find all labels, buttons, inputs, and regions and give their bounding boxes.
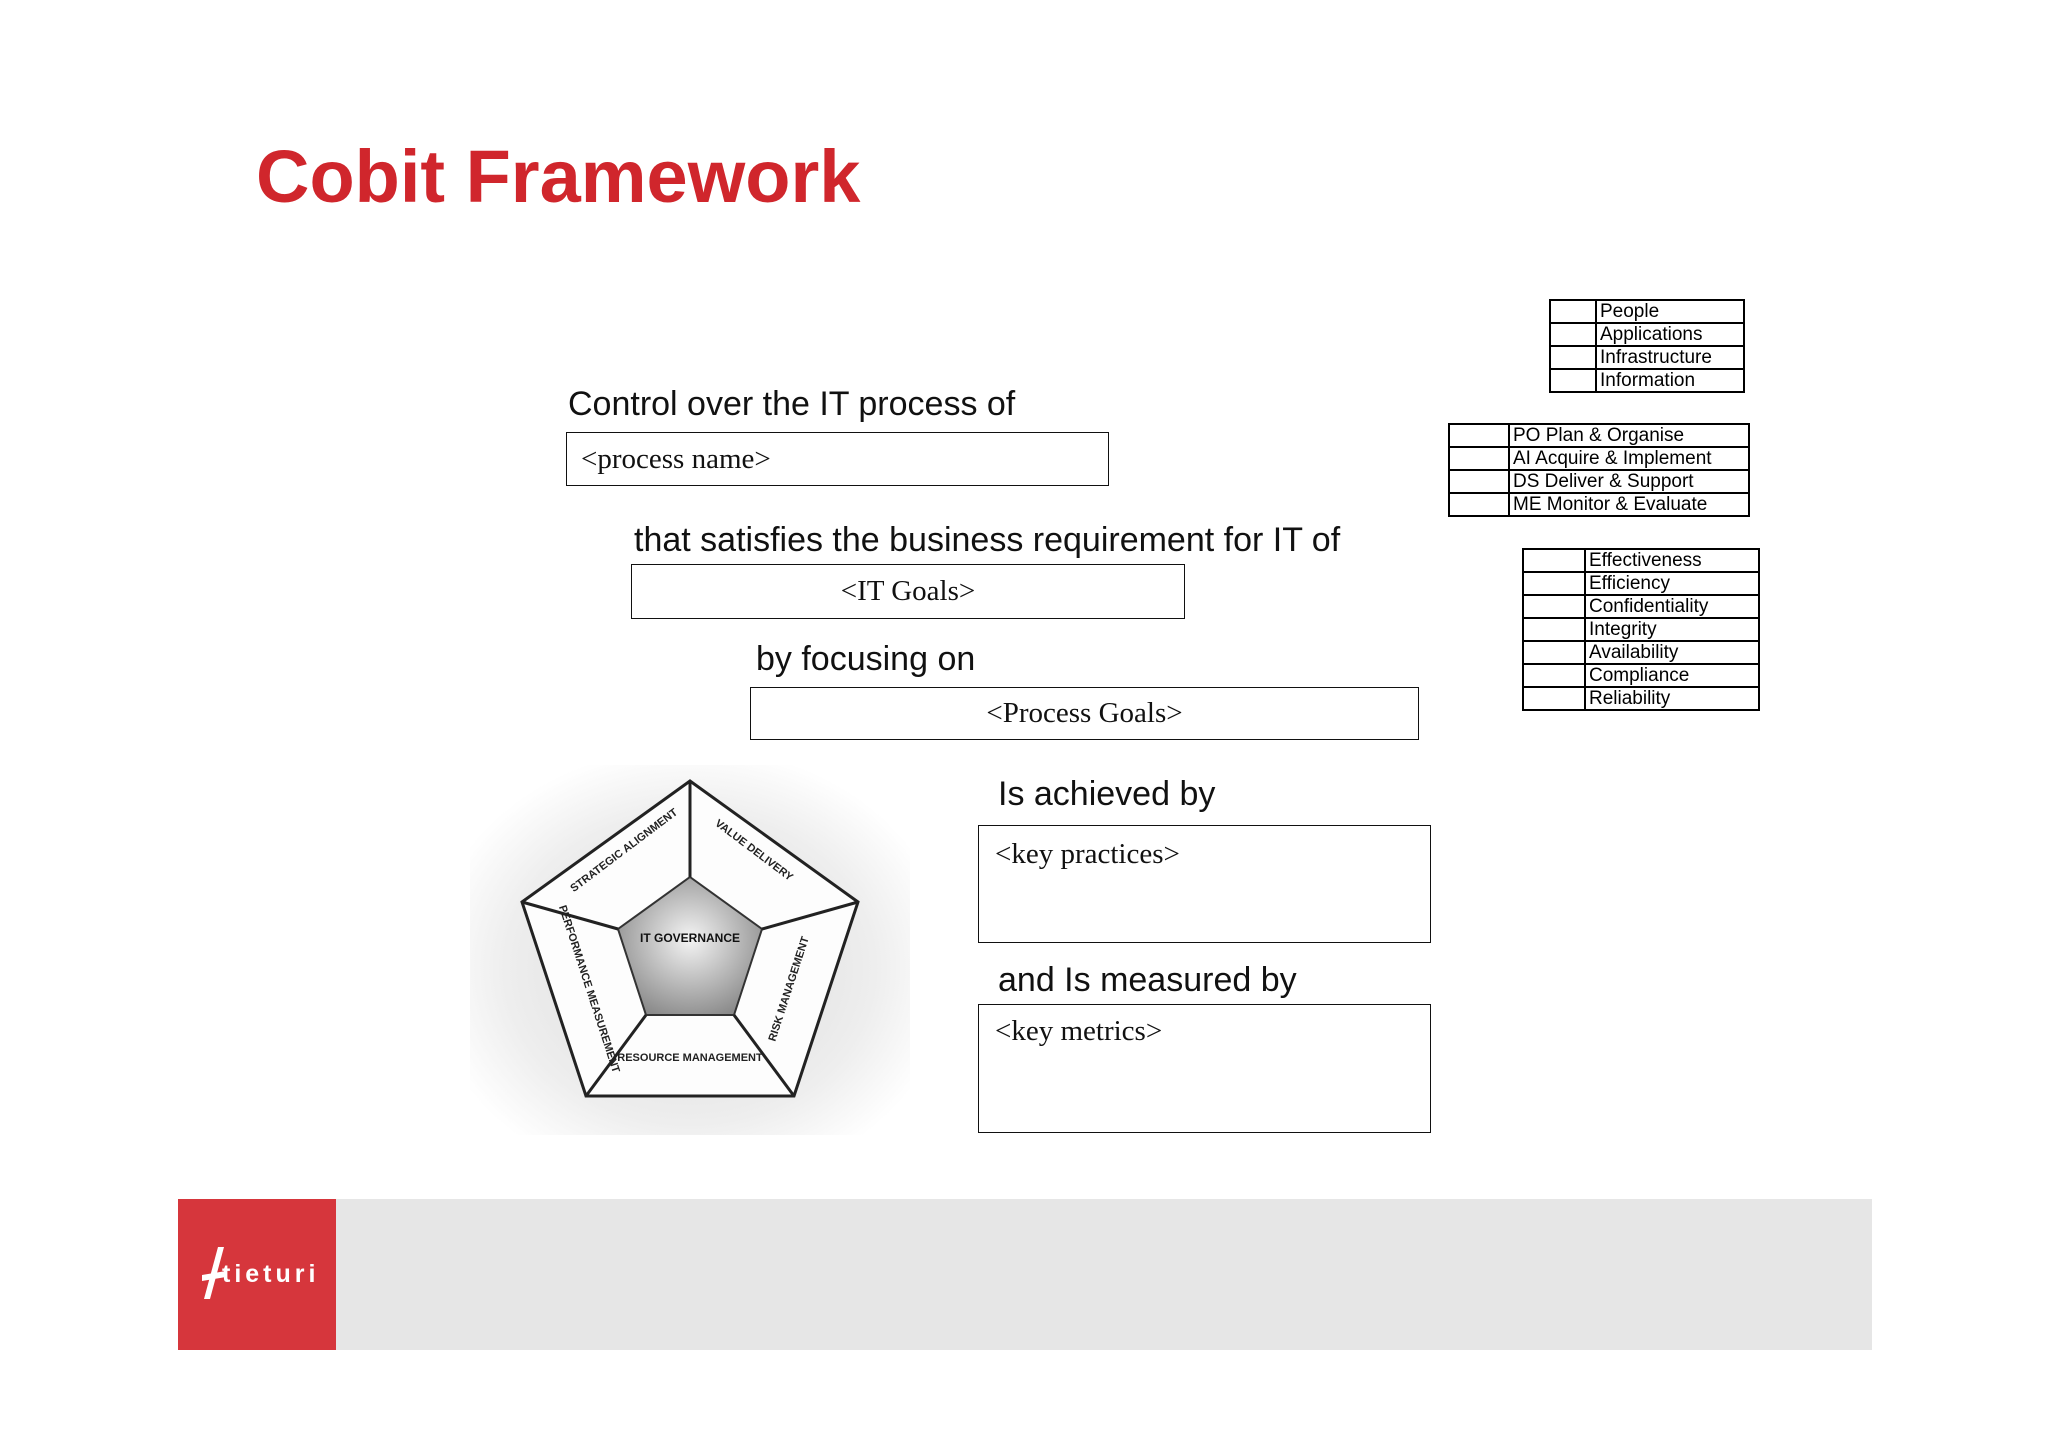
- criterion-label: Reliability: [1584, 686, 1760, 711]
- domain-label: DS Deliver & Support: [1508, 469, 1750, 494]
- domain-checkbox-cell: [1448, 423, 1510, 448]
- domain-label: ME Monitor & Evaluate: [1508, 492, 1750, 517]
- key-metrics-box: <key metrics>: [978, 1004, 1431, 1133]
- criterion-row: Compliance: [1522, 663, 1760, 688]
- resource-row: Information: [1549, 368, 1745, 393]
- process-goals-box: <Process Goals>: [750, 687, 1419, 740]
- process-name-box: <process name>: [566, 432, 1109, 486]
- resource-row: People: [1549, 299, 1745, 324]
- inner-pentagon: [616, 875, 764, 1016]
- criterion-checkbox-cell: [1522, 663, 1586, 688]
- domain-label: AI Acquire & Implement: [1508, 446, 1750, 471]
- domain-row: ME Monitor & Evaluate: [1448, 492, 1750, 517]
- slide-title: Cobit Framework: [256, 135, 861, 218]
- segment-resource-management: RESOURCE MANAGEMENT: [617, 1052, 763, 1064]
- key-practices-box: <key practices>: [978, 825, 1431, 943]
- criterion-label: Efficiency: [1584, 571, 1760, 596]
- criterion-row: Confidentiality: [1522, 594, 1760, 619]
- resource-checkbox-cell: [1549, 299, 1597, 324]
- process-goals-text: <Process Goals>: [986, 697, 1183, 729]
- resource-row: Infrastructure: [1549, 345, 1745, 370]
- criterion-checkbox-cell: [1522, 548, 1586, 573]
- key-practices-text: <key practices>: [995, 838, 1180, 870]
- criterion-checkbox-cell: [1522, 640, 1586, 665]
- resource-label: People: [1595, 299, 1745, 324]
- divider-bottom-left: [584, 1014, 648, 1097]
- resource-label: Information: [1595, 368, 1745, 393]
- divider-right: [761, 900, 859, 931]
- footer-bar: [178, 1199, 1872, 1350]
- criterion-row: Integrity: [1522, 617, 1760, 642]
- domain-row: DS Deliver & Support: [1448, 469, 1750, 494]
- criterion-checkbox-cell: [1522, 594, 1586, 619]
- tieturi-logo: [178, 1199, 336, 1350]
- measured-label: and Is measured by: [998, 961, 1297, 999]
- criterion-row: Availability: [1522, 640, 1760, 665]
- domain-checkbox-cell: [1448, 469, 1510, 494]
- divider-left: [521, 900, 619, 931]
- domain-label: PO Plan & Organise: [1508, 423, 1750, 448]
- resource-label: Infrastructure: [1595, 345, 1745, 370]
- criterion-label: Integrity: [1584, 617, 1760, 642]
- key-metrics-text: <key metrics>: [995, 1015, 1163, 1047]
- criterion-label: Availability: [1584, 640, 1760, 665]
- criterion-row: Reliability: [1522, 686, 1760, 711]
- process-name-text: <process name>: [581, 442, 771, 475]
- resource-checkbox-cell: [1549, 345, 1597, 370]
- it-goals-box: <IT Goals>: [631, 564, 1185, 619]
- control-label: Control over the IT process of: [568, 385, 1016, 423]
- criterion-label: Confidentiality: [1584, 594, 1760, 619]
- governance-label: IT GOVERNANCE: [640, 931, 740, 945]
- resource-checkbox-cell: [1549, 322, 1597, 347]
- criterion-row: Effectiveness: [1522, 548, 1760, 573]
- it-goals-text: <IT Goals>: [840, 575, 976, 607]
- it-governance-pentagon: IT GOVERNANCE STRATEGIC ALIGNMENT VALUE …: [470, 765, 910, 1135]
- criterion-checkbox-cell: [1522, 617, 1586, 642]
- criterion-label: Effectiveness: [1584, 548, 1760, 573]
- achieved-label: Is achieved by: [998, 775, 1216, 813]
- resource-row: Applications: [1549, 322, 1745, 347]
- resource-checkbox-cell: [1549, 368, 1597, 393]
- domain-row: AI Acquire & Implement: [1448, 446, 1750, 471]
- domain-row: PO Plan & Organise: [1448, 423, 1750, 448]
- resource-label: Applications: [1595, 322, 1745, 347]
- criterion-checkbox-cell: [1522, 686, 1586, 711]
- logo-text: tieturi: [222, 1260, 320, 1288]
- criterion-checkbox-cell: [1522, 571, 1586, 596]
- logo-mark-icon: [202, 1247, 226, 1299]
- focusing-label: by focusing on: [756, 640, 976, 678]
- criterion-label: Compliance: [1584, 663, 1760, 688]
- satisfies-label: that satisfies the business requirement …: [634, 521, 1341, 559]
- criterion-row: Efficiency: [1522, 571, 1760, 596]
- pentagon-svg: IT GOVERNANCE STRATEGIC ALIGNMENT VALUE …: [470, 765, 910, 1135]
- domain-checkbox-cell: [1448, 492, 1510, 517]
- domain-checkbox-cell: [1448, 446, 1510, 471]
- divider-bottom-right: [732, 1014, 796, 1097]
